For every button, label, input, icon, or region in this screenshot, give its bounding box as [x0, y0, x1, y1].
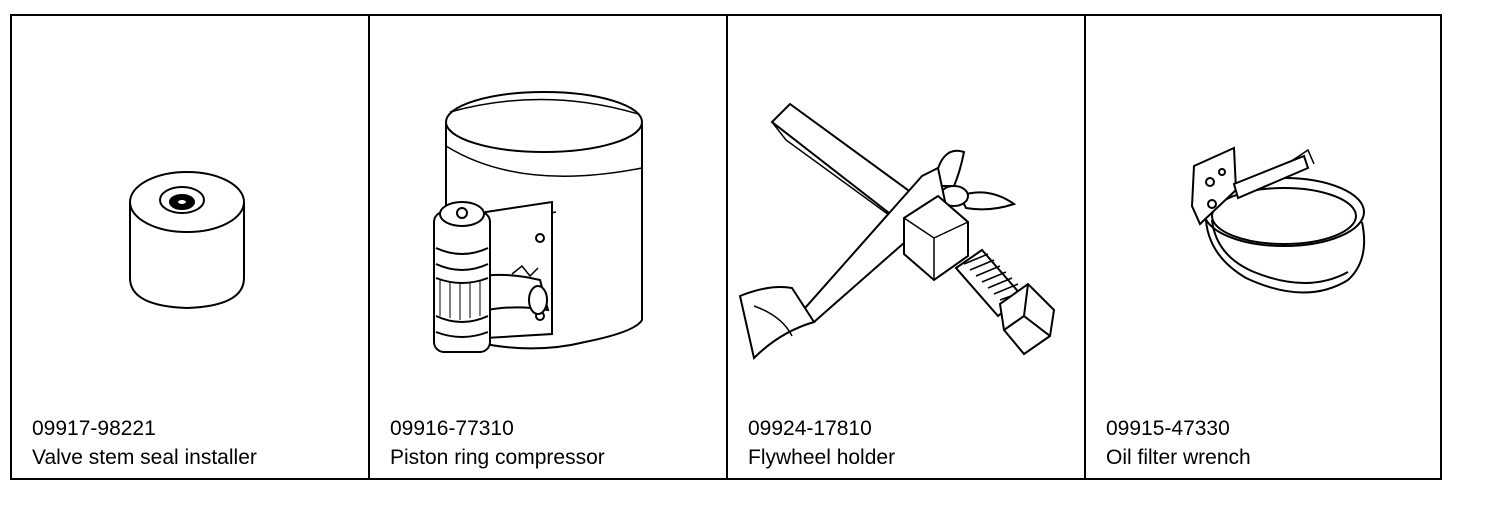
part-number: 09917-98221 [32, 417, 156, 440]
tool-name: Valve stem seal installer [32, 446, 257, 469]
tool-caption: 09915-47330 Oil filter wrench [1106, 414, 1251, 472]
tool-caption: 09924-17810 Flywheel holder [748, 414, 895, 472]
tool-caption: 09916-77310 Piston ring compressor [390, 414, 605, 472]
piston-ring-compressor-icon [370, 16, 726, 406]
tool-cell-valve-stem-seal-installer: 09917-98221 Valve stem seal installer [12, 16, 370, 478]
tool-name: Oil filter wrench [1106, 446, 1251, 469]
part-number: 09924-17810 [748, 417, 872, 440]
tool-caption: 09917-98221 Valve stem seal installer [32, 414, 257, 472]
special-tools-table: 09917-98221 Valve stem seal installer [10, 14, 1442, 480]
tool-name: Piston ring compressor [390, 446, 605, 469]
part-number: 09916-77310 [390, 417, 514, 440]
oil-filter-wrench-icon [1086, 16, 1440, 406]
tool-cell-flywheel-holder: 09924-17810 Flywheel holder [728, 16, 1086, 478]
tool-name: Flywheel holder [748, 446, 896, 469]
tool-cell-oil-filter-wrench: 09915-47330 Oil filter wrench [1086, 16, 1440, 478]
valve-stem-seal-installer-icon [12, 16, 368, 406]
flywheel-holder-icon [728, 16, 1084, 406]
part-number: 09915-47330 [1106, 417, 1230, 440]
tool-cell-piston-ring-compressor: 09916-77310 Piston ring compressor [370, 16, 728, 478]
